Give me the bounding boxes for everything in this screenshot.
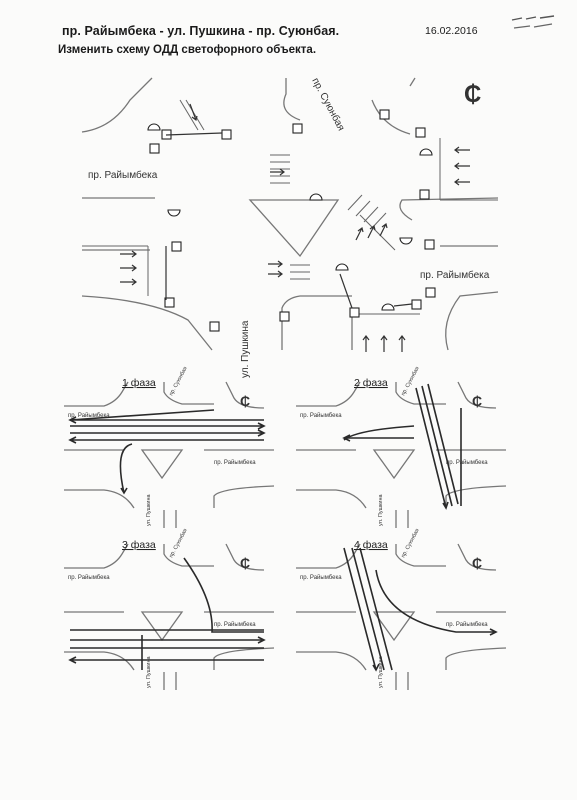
north-arrow-icon: ₵ <box>464 81 481 108</box>
phase-street-raiymbek-left: пр. Райымбека <box>300 412 342 419</box>
road-edges <box>81 77 499 351</box>
phase-road-edge <box>296 489 367 509</box>
phase-street-pushkin: ул. Пушкина <box>146 493 152 526</box>
phase-road-edge <box>296 651 367 671</box>
phase-road-edge <box>296 381 361 407</box>
phase-road-edge <box>395 544 446 567</box>
label-pushkin: ул. Пушкина <box>240 320 251 378</box>
phase-street-pushkin: ул. Пушкина <box>378 493 384 526</box>
phase-movement-arrow <box>427 383 459 505</box>
north-arrow-icon: ₵ <box>472 555 482 571</box>
phase-movement-arrow <box>183 557 264 633</box>
lane-lines <box>82 99 498 315</box>
phase-movement-arrow <box>415 387 449 510</box>
phase-road-edge <box>64 381 129 407</box>
traffic-signals <box>147 109 436 332</box>
phase-movement-arrow <box>119 443 133 495</box>
document-date: 16.02.2016 <box>425 25 478 37</box>
phase-road-edge <box>163 544 214 567</box>
handwritten-mark <box>511 15 555 29</box>
phase-road-edge <box>457 381 497 409</box>
phase-movement-arrow <box>70 636 266 644</box>
phase-movement-arrow <box>359 547 393 671</box>
phase-street-suyunbai: пр. Суюнбая <box>400 528 420 559</box>
phase-movement-arrow <box>69 409 215 421</box>
phase-street-pushkin: ул. Пушкина <box>146 655 152 688</box>
phase-diagram-4: 4 фаза пр. Райымбека пр. Райымбека пр. Суюн… <box>296 528 507 690</box>
phase-street-raiymbek-left: пр. Райымбека <box>68 574 110 581</box>
lane-arrows <box>120 103 470 352</box>
phase-road-edge <box>225 381 265 409</box>
phase-street-raiymbek-right: пр. Райымбека <box>214 621 256 628</box>
phase-road-edge <box>64 651 135 671</box>
phase-road-edge <box>163 382 214 405</box>
page-subtitle: Изменить схему ОДД светофорного объекта. <box>58 44 317 56</box>
north-arrow-icon: ₵ <box>240 555 250 571</box>
phase-road-edge <box>457 543 497 571</box>
phase-movement-arrow <box>68 436 264 444</box>
phase-street-raiymbek-left: пр. Райымбека <box>300 574 342 581</box>
north-arrow-icon: ₵ <box>240 393 250 409</box>
page-title: пр. Райымбека - ул. Пушкина - пр. Суюнба… <box>62 24 340 38</box>
phase-street-raiymbek-left: пр. Райымбека <box>68 412 110 419</box>
main-intersection-scheme: пр. Суюнбая пр. Райымбека пр. Райымбека … <box>81 76 499 378</box>
phase-street-pushkin: ул. Пушкина <box>378 655 384 688</box>
phase-movement-arrow <box>375 569 498 636</box>
phase-road-edge <box>296 543 361 569</box>
phase-movement-arrow <box>421 385 453 507</box>
phase-street-suyunbai: пр. Суюнбая <box>168 366 188 397</box>
phase-label: 2 фаза <box>354 377 388 389</box>
phase-diagram-1: 1 фаза пр. Райымбека пр. Райымбека пр. Суюн… <box>64 366 275 528</box>
phase-movement-arrow <box>342 434 414 442</box>
phase-road-edge <box>64 543 129 569</box>
phase-road-edge <box>395 382 446 405</box>
phase-road-edge <box>213 647 275 670</box>
phase-label: 1 фаза <box>122 377 156 389</box>
phase-movement-arrow <box>343 547 380 672</box>
north-arrow-icon: ₵ <box>472 393 482 409</box>
label-suyunbai: пр. Суюнбая <box>309 76 347 133</box>
phase-movement-arrow <box>70 422 266 430</box>
phase-label: 4 фаза <box>354 539 388 551</box>
phase-street-suyunbai: пр. Суюнбая <box>168 528 188 559</box>
label-raiymbek-left: пр. Райымбека <box>88 169 158 181</box>
phase-road-edge <box>372 449 416 480</box>
phase-road-edge <box>140 449 184 480</box>
phase-diagram-3: 3 фаза пр. Райымбека пр. Райымбека пр. Суюн… <box>64 528 275 690</box>
phase-road-edge <box>372 611 416 642</box>
phase-street-raiymbek-right: пр. Райымбека <box>446 621 488 628</box>
phase-street-raiymbek-right: пр. Райымбека <box>446 459 488 466</box>
phase-movement-arrow <box>68 656 264 664</box>
phase-road-edge <box>140 611 184 642</box>
label-raiymbek-right: пр. Райымбека <box>420 269 490 281</box>
phase-street-raiymbek-right: пр. Райымбека <box>214 459 256 466</box>
phase-road-edge <box>445 647 507 670</box>
phase-road-edge <box>64 489 135 509</box>
phase-movement-arrow <box>70 429 266 437</box>
phase-label: 3 фаза <box>122 539 156 551</box>
phase-movement-arrow <box>351 547 385 671</box>
phase-road-edge <box>225 543 265 571</box>
phase-road-edge <box>213 485 275 508</box>
